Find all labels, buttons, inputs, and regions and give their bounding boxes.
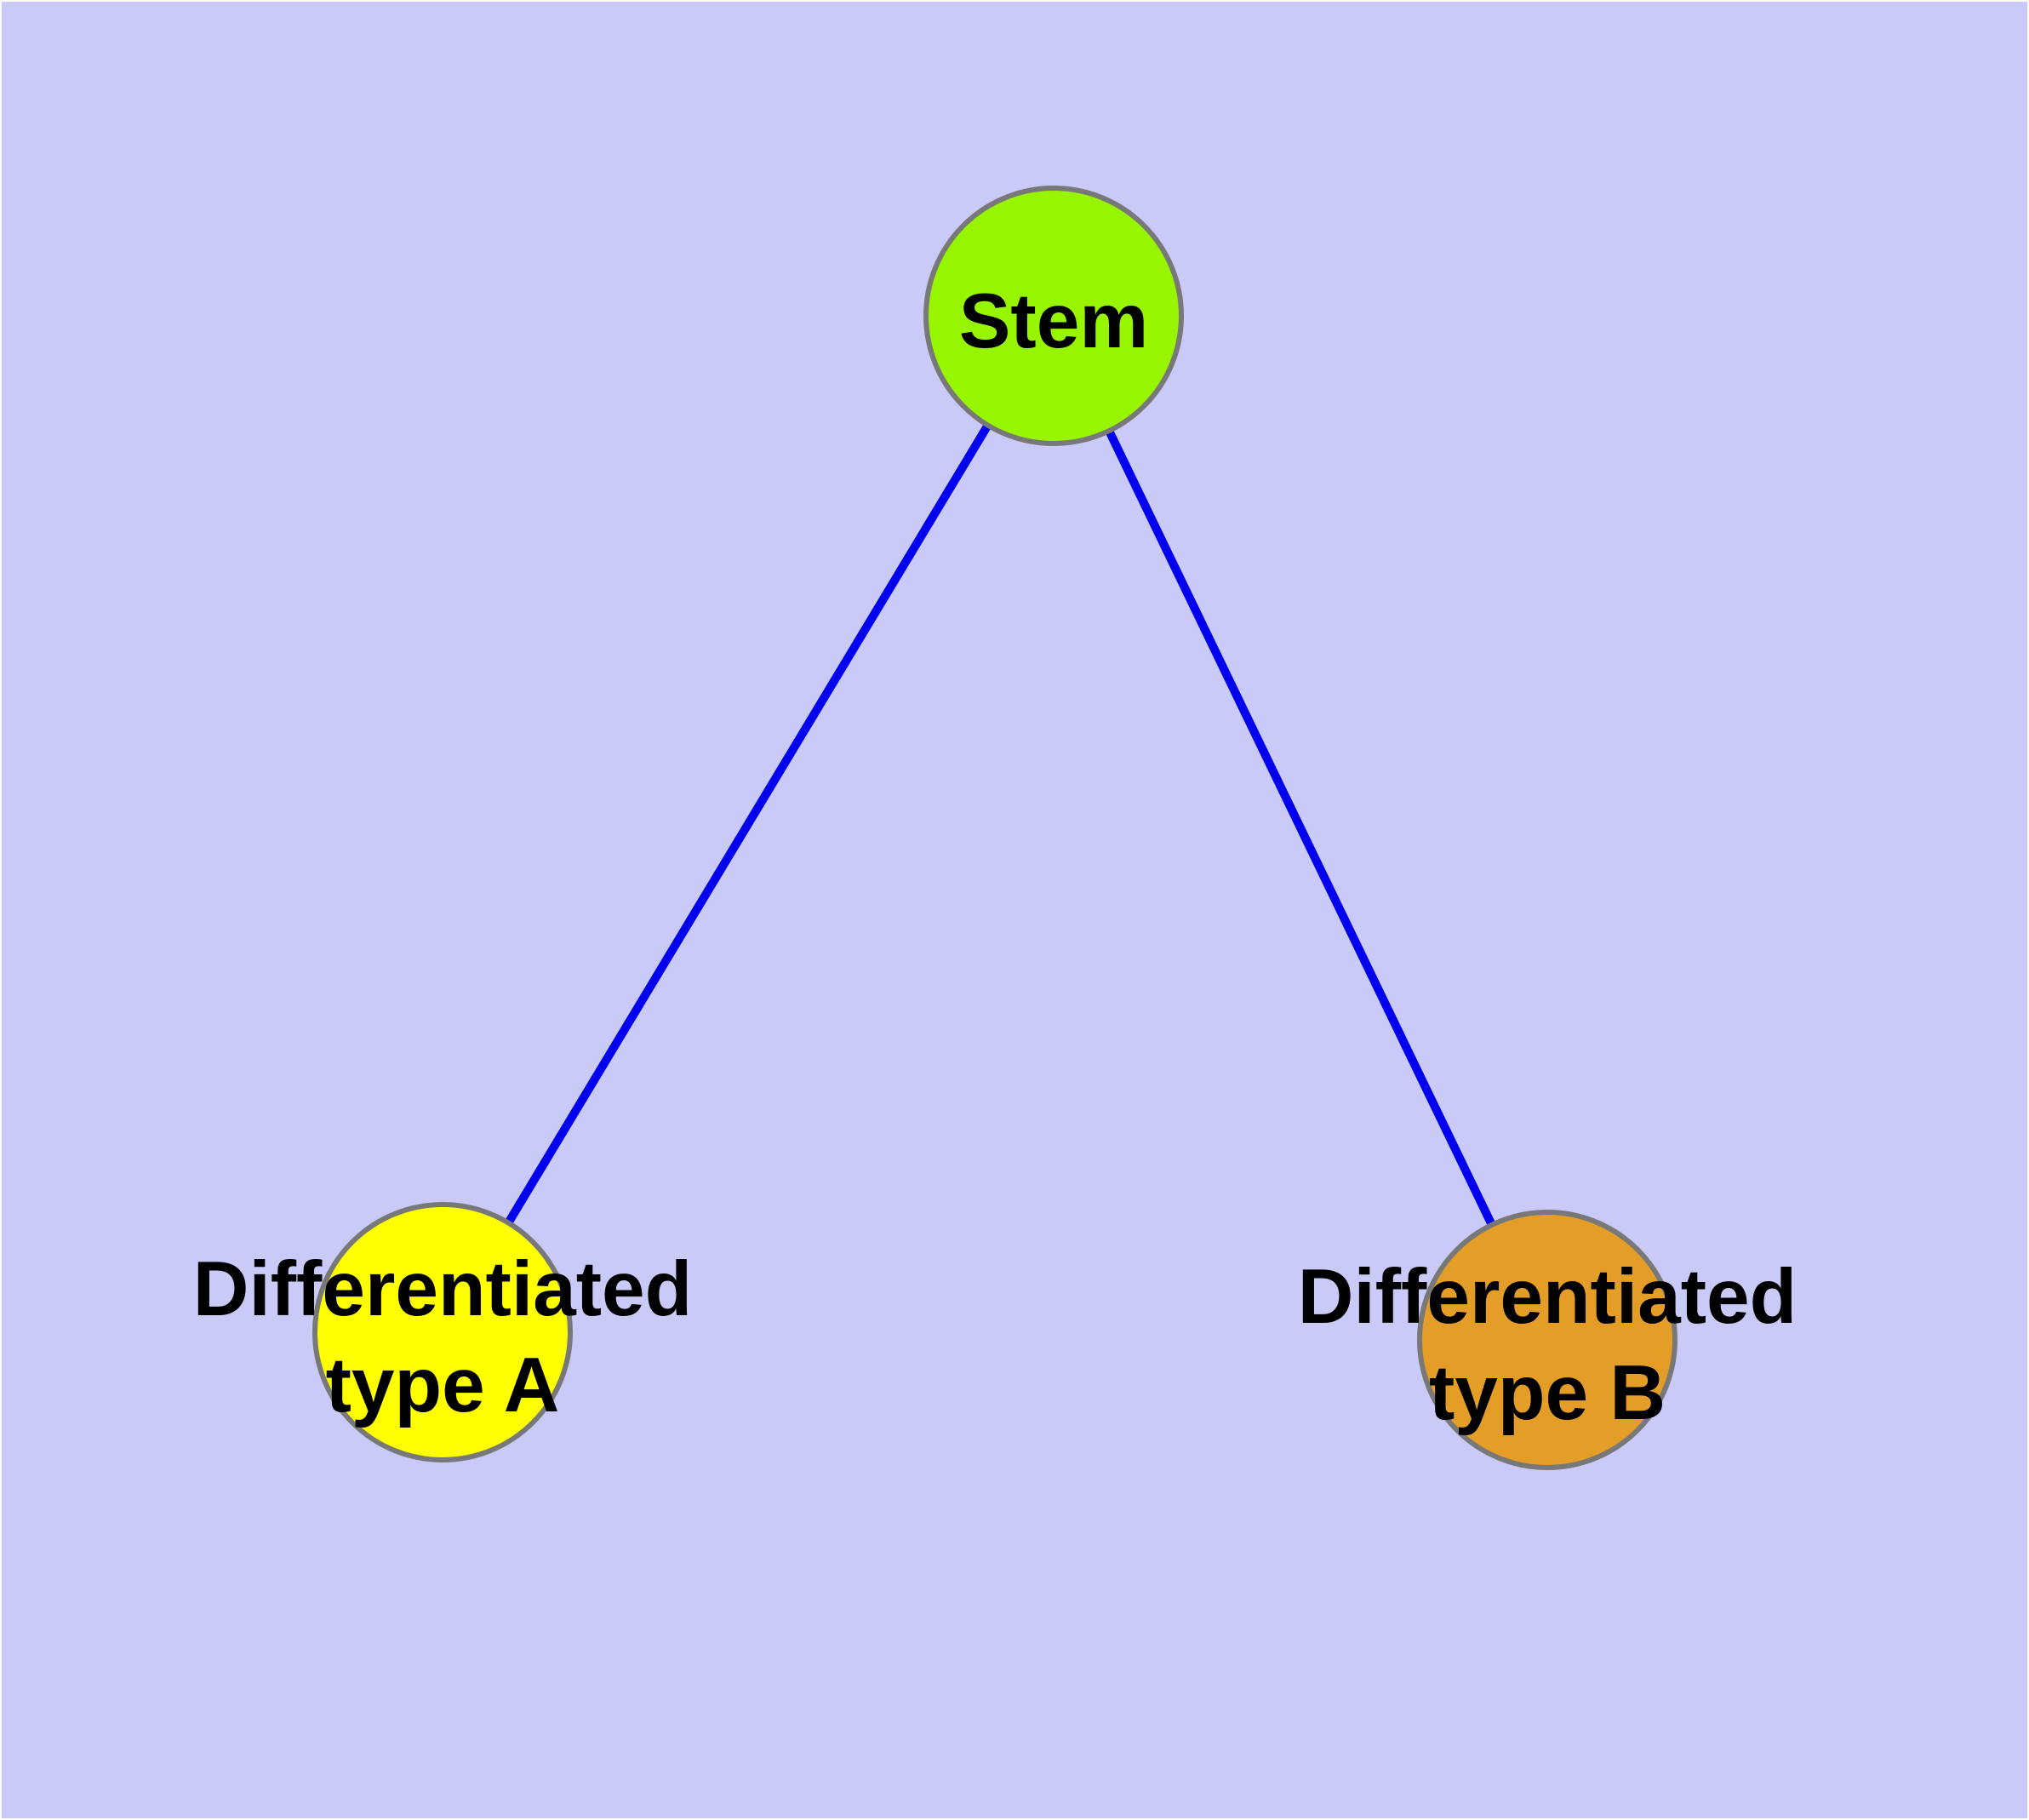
- node-stem-label: Stem: [959, 278, 1149, 364]
- node-differentiated-type-a: Differentiated type A: [193, 1202, 693, 1462]
- node-type-b-circle: [1417, 1210, 1677, 1470]
- node-differentiated-type-b: Differentiated type B: [1298, 1210, 1798, 1470]
- node-type-b-label-line2: type B: [1429, 1350, 1666, 1436]
- node-type-a-label-line2: type A: [326, 1342, 560, 1428]
- edge-stem-to-type-a: [438, 313, 1058, 1335]
- node-stem-circle: [923, 186, 1184, 446]
- node-stem: Stem: [923, 186, 1184, 446]
- edge-stem-to-type-b: [1049, 313, 1552, 1342]
- node-type-a-circle: [312, 1202, 573, 1462]
- node-type-b-label-line1: Differentiated: [1298, 1254, 1798, 1340]
- node-type-a-label-line1: Differentiated: [193, 1246, 693, 1332]
